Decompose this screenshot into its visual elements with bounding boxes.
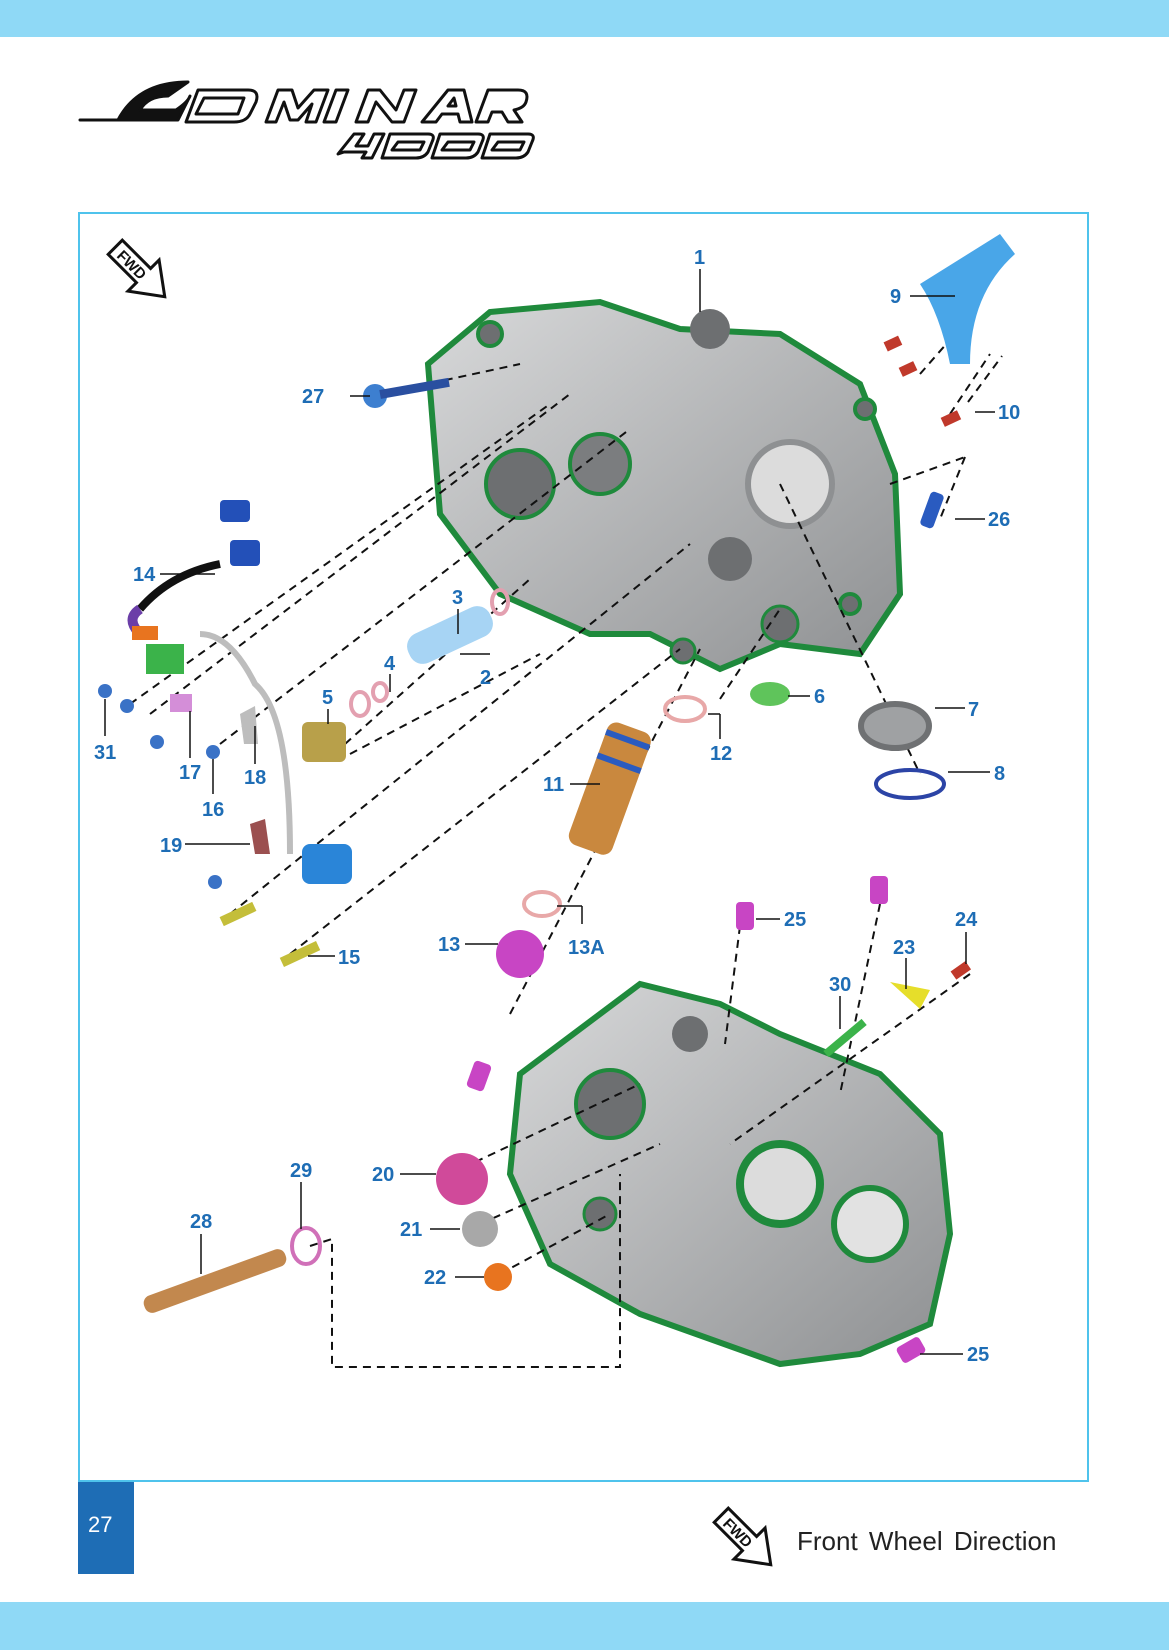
circlip-8-icon bbox=[874, 768, 946, 800]
bolt-24-icon bbox=[950, 961, 972, 980]
dowel-25-a-icon bbox=[736, 902, 754, 930]
parts bbox=[98, 234, 1015, 1363]
wiring-harness-14-icon bbox=[127, 500, 352, 884]
pin-30-icon bbox=[823, 1018, 867, 1058]
oil-strainer-11-icon bbox=[568, 722, 651, 855]
top-band bbox=[0, 0, 1169, 37]
callout-16: 16 bbox=[202, 799, 224, 821]
oil-filter-cap-3-icon bbox=[407, 606, 493, 664]
lever-23-icon bbox=[890, 982, 930, 1009]
callout-labels: 1 2 3 4 5 6 7 8 9 10 11 12 13 13A 14 15 … bbox=[94, 247, 1020, 1366]
callout-10: 10 bbox=[998, 402, 1020, 424]
callout-23: 23 bbox=[893, 937, 915, 959]
callout-29: 29 bbox=[290, 1160, 312, 1182]
callout-5: 5 bbox=[322, 687, 333, 709]
bolt-27-icon bbox=[363, 377, 450, 408]
callout-2: 2 bbox=[480, 667, 491, 689]
dowel-25-c-icon bbox=[466, 1060, 492, 1092]
bolt-31-icon bbox=[98, 684, 112, 698]
left-crankcase-half bbox=[424, 298, 904, 673]
callout-4: 4 bbox=[384, 653, 396, 675]
o-ring-2-icon bbox=[490, 588, 510, 616]
callout-24: 24 bbox=[955, 909, 978, 931]
bolt-16b-icon bbox=[208, 875, 222, 889]
right-crankcase-half bbox=[506, 980, 954, 1368]
callout-6: 6 bbox=[814, 686, 825, 708]
bolt-15b-icon bbox=[219, 901, 257, 927]
callout-31: 31 bbox=[94, 742, 116, 764]
drain-plug-13-icon bbox=[496, 930, 544, 978]
callout-27: 27 bbox=[302, 386, 324, 408]
o-ring-12-icon bbox=[663, 695, 707, 723]
bolt-31c-icon bbox=[150, 735, 164, 749]
seal-6-icon bbox=[750, 682, 790, 706]
oil-seal-7-icon bbox=[858, 701, 932, 751]
callout-15: 15 bbox=[338, 947, 360, 969]
crankcase-bracket-icon bbox=[920, 234, 1015, 364]
dowel-25-d-icon bbox=[896, 1337, 926, 1363]
o-ring-29-icon bbox=[290, 1226, 322, 1266]
fwd-arrow-icon: FWD bbox=[106, 238, 167, 299]
callout-13: 13 bbox=[438, 934, 460, 956]
callout-1: 1 bbox=[694, 247, 705, 269]
callout-25-bottom: 25 bbox=[967, 1344, 989, 1366]
o-ring-4-icon bbox=[349, 690, 371, 718]
callout-7: 7 bbox=[968, 699, 979, 721]
callout-9: 9 bbox=[890, 286, 901, 308]
callout-21: 21 bbox=[400, 1219, 422, 1241]
bottom-band bbox=[0, 1602, 1169, 1650]
callout-3: 3 bbox=[452, 587, 463, 609]
bolt-9a-icon bbox=[883, 335, 903, 352]
callout-11: 11 bbox=[543, 774, 564, 796]
bearing-21-icon bbox=[462, 1211, 498, 1247]
bolt-31b-icon bbox=[120, 699, 134, 713]
cap-22-icon bbox=[484, 1263, 512, 1291]
callout-25-top: 25 bbox=[784, 909, 806, 931]
bolt-15-icon bbox=[279, 941, 321, 967]
fwd-legend-arrow-icon: FWD bbox=[712, 1506, 773, 1567]
callout-13a: 13A bbox=[568, 937, 605, 959]
callout-19: 19 bbox=[160, 835, 182, 857]
page-number: 27 bbox=[78, 1482, 134, 1574]
legend-label: Front Wheel Direction bbox=[797, 1526, 1057, 1556]
leader-lines bbox=[104, 269, 995, 1355]
callout-8: 8 bbox=[994, 763, 1005, 785]
callout-20: 20 bbox=[372, 1164, 394, 1186]
clamp-19-icon bbox=[250, 819, 270, 854]
callout-26: 26 bbox=[988, 509, 1010, 531]
dowel-26-icon bbox=[920, 491, 944, 529]
clip-17-icon bbox=[170, 694, 192, 712]
dominar-400-logo bbox=[78, 80, 535, 160]
o-ring-13a-icon bbox=[522, 890, 562, 918]
callout-17: 17 bbox=[179, 762, 201, 784]
callout-12: 12 bbox=[710, 743, 732, 765]
bolt-10-icon bbox=[940, 410, 962, 427]
o-ring-4b-icon bbox=[371, 681, 389, 703]
shaft-28-icon bbox=[143, 1249, 287, 1313]
bolt-16-icon bbox=[206, 745, 220, 759]
bracket-18-icon bbox=[240, 706, 258, 744]
callout-28: 28 bbox=[190, 1211, 212, 1233]
plug-5-icon bbox=[302, 722, 346, 762]
callout-14: 14 bbox=[133, 564, 156, 586]
bolt-9b-icon bbox=[898, 361, 918, 377]
exploded-diagram: FWD bbox=[78, 212, 1089, 1482]
dowel-25-b-icon bbox=[870, 876, 888, 904]
callout-22: 22 bbox=[424, 1267, 446, 1289]
callout-30: 30 bbox=[829, 974, 851, 996]
callout-18: 18 bbox=[244, 767, 266, 789]
gear-20-icon bbox=[436, 1153, 488, 1205]
